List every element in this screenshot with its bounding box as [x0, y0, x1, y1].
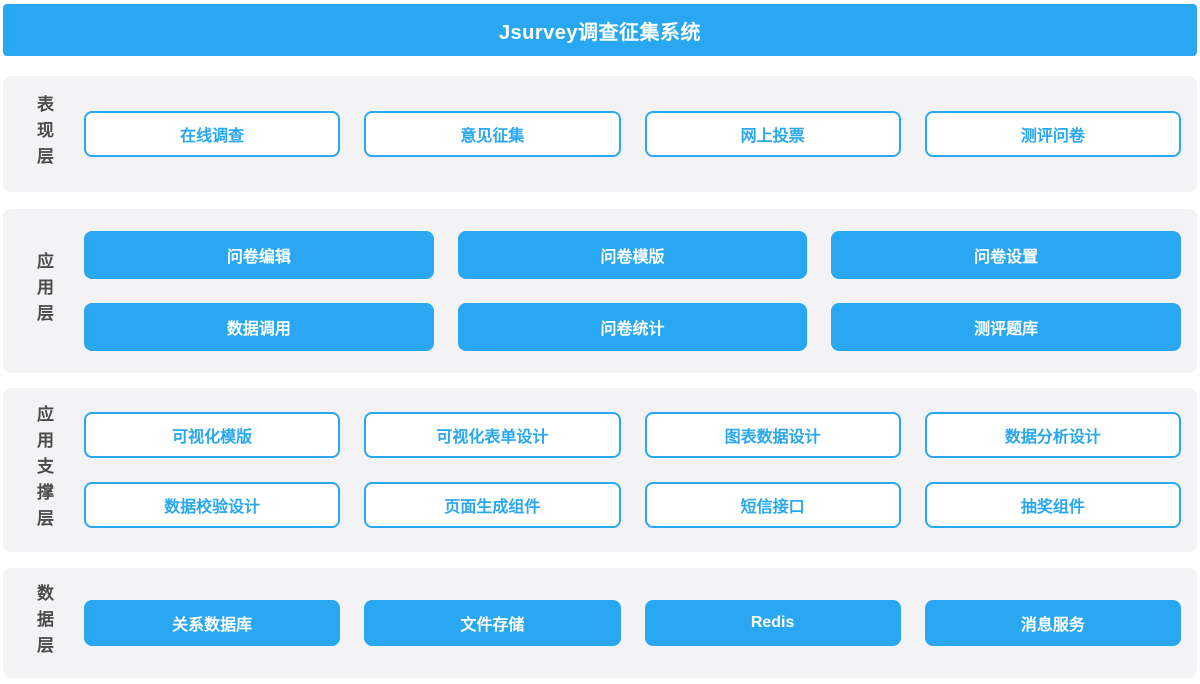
layer-section-presentation: 表现层 在线调查 意见征集 网上投票 测评问卷: [3, 76, 1197, 192]
module-box: 在线调查: [84, 111, 341, 157]
module-box: 可视化表单设计: [364, 412, 621, 458]
layer-label-application: 应用层: [34, 252, 53, 330]
layer-label-column: 应用支撑层: [3, 388, 84, 552]
module-box: 图表数据设计: [644, 412, 901, 458]
module-box: 文件存储: [364, 600, 621, 646]
box-row: 数据校验设计 页面生成组件 短信接口 抽奖组件: [84, 482, 1181, 528]
module-box: 问卷模版: [457, 231, 808, 279]
module-box: 数据调用: [84, 303, 434, 351]
module-box: Redis: [644, 600, 901, 646]
layer-boxes: 问卷编辑 问卷模版 问卷设置 数据调用 问卷统计 测评题库: [84, 209, 1197, 373]
layer-boxes: 可视化模版 可视化表单设计 图表数据设计 数据分析设计 数据校验设计 页面生成组…: [84, 388, 1197, 552]
layer-boxes: 在线调查 意见征集 网上投票 测评问卷: [84, 76, 1197, 192]
module-box: 测评问卷: [924, 111, 1181, 157]
module-box: 问卷统计: [457, 303, 808, 351]
layer-boxes: 关系数据库 文件存储 Redis 消息服务: [84, 568, 1197, 678]
module-box: 消息服务: [924, 600, 1181, 646]
layer-label-support: 应用支撑层: [34, 405, 53, 535]
module-box: 可视化模版: [84, 412, 341, 458]
layer-label-column: 应用层: [3, 209, 84, 373]
box-row: 问卷编辑 问卷模版 问卷设置: [84, 231, 1182, 279]
module-box: 测评题库: [831, 303, 1182, 351]
box-row: 数据调用 问卷统计 测评题库: [84, 303, 1182, 351]
module-box: 意见征集: [364, 111, 621, 157]
module-box: 页面生成组件: [364, 482, 621, 528]
layer-section-data: 数据层 关系数据库 文件存储 Redis 消息服务: [3, 568, 1197, 678]
box-row: 在线调查 意见征集 网上投票 测评问卷: [84, 111, 1181, 157]
layer-label-data: 数据层: [34, 584, 53, 662]
box-row: 关系数据库 文件存储 Redis 消息服务: [84, 600, 1181, 646]
module-box: 数据分析设计: [924, 412, 1181, 458]
layer-section-support: 应用支撑层 可视化模版 可视化表单设计 图表数据设计 数据分析设计 数据校验设计…: [3, 388, 1197, 552]
box-row: 可视化模版 可视化表单设计 图表数据设计 数据分析设计: [84, 412, 1181, 458]
layer-label-column: 表现层: [3, 76, 84, 192]
layer-label-column: 数据层: [3, 568, 84, 678]
layer-section-application: 应用层 问卷编辑 问卷模版 问卷设置 数据调用 问卷统计 测评题库: [3, 209, 1197, 373]
module-box: 问卷编辑: [84, 231, 434, 279]
module-box: 抽奖组件: [924, 482, 1181, 528]
module-box: 网上投票: [644, 111, 901, 157]
module-box: 短信接口: [644, 482, 901, 528]
module-box: 问卷设置: [831, 231, 1182, 279]
app-title: Jsurvey调查征集系统: [498, 21, 702, 44]
architecture-diagram: Jsurvey调查征集系统 表现层 在线调查 意见征集 网上投票 测评问卷 应用…: [0, 4, 1200, 684]
layer-label-presentation: 表现层: [34, 95, 53, 173]
module-box: 关系数据库: [84, 600, 341, 646]
module-box: 数据校验设计: [84, 482, 341, 528]
app-header: Jsurvey调查征集系统: [3, 4, 1197, 56]
